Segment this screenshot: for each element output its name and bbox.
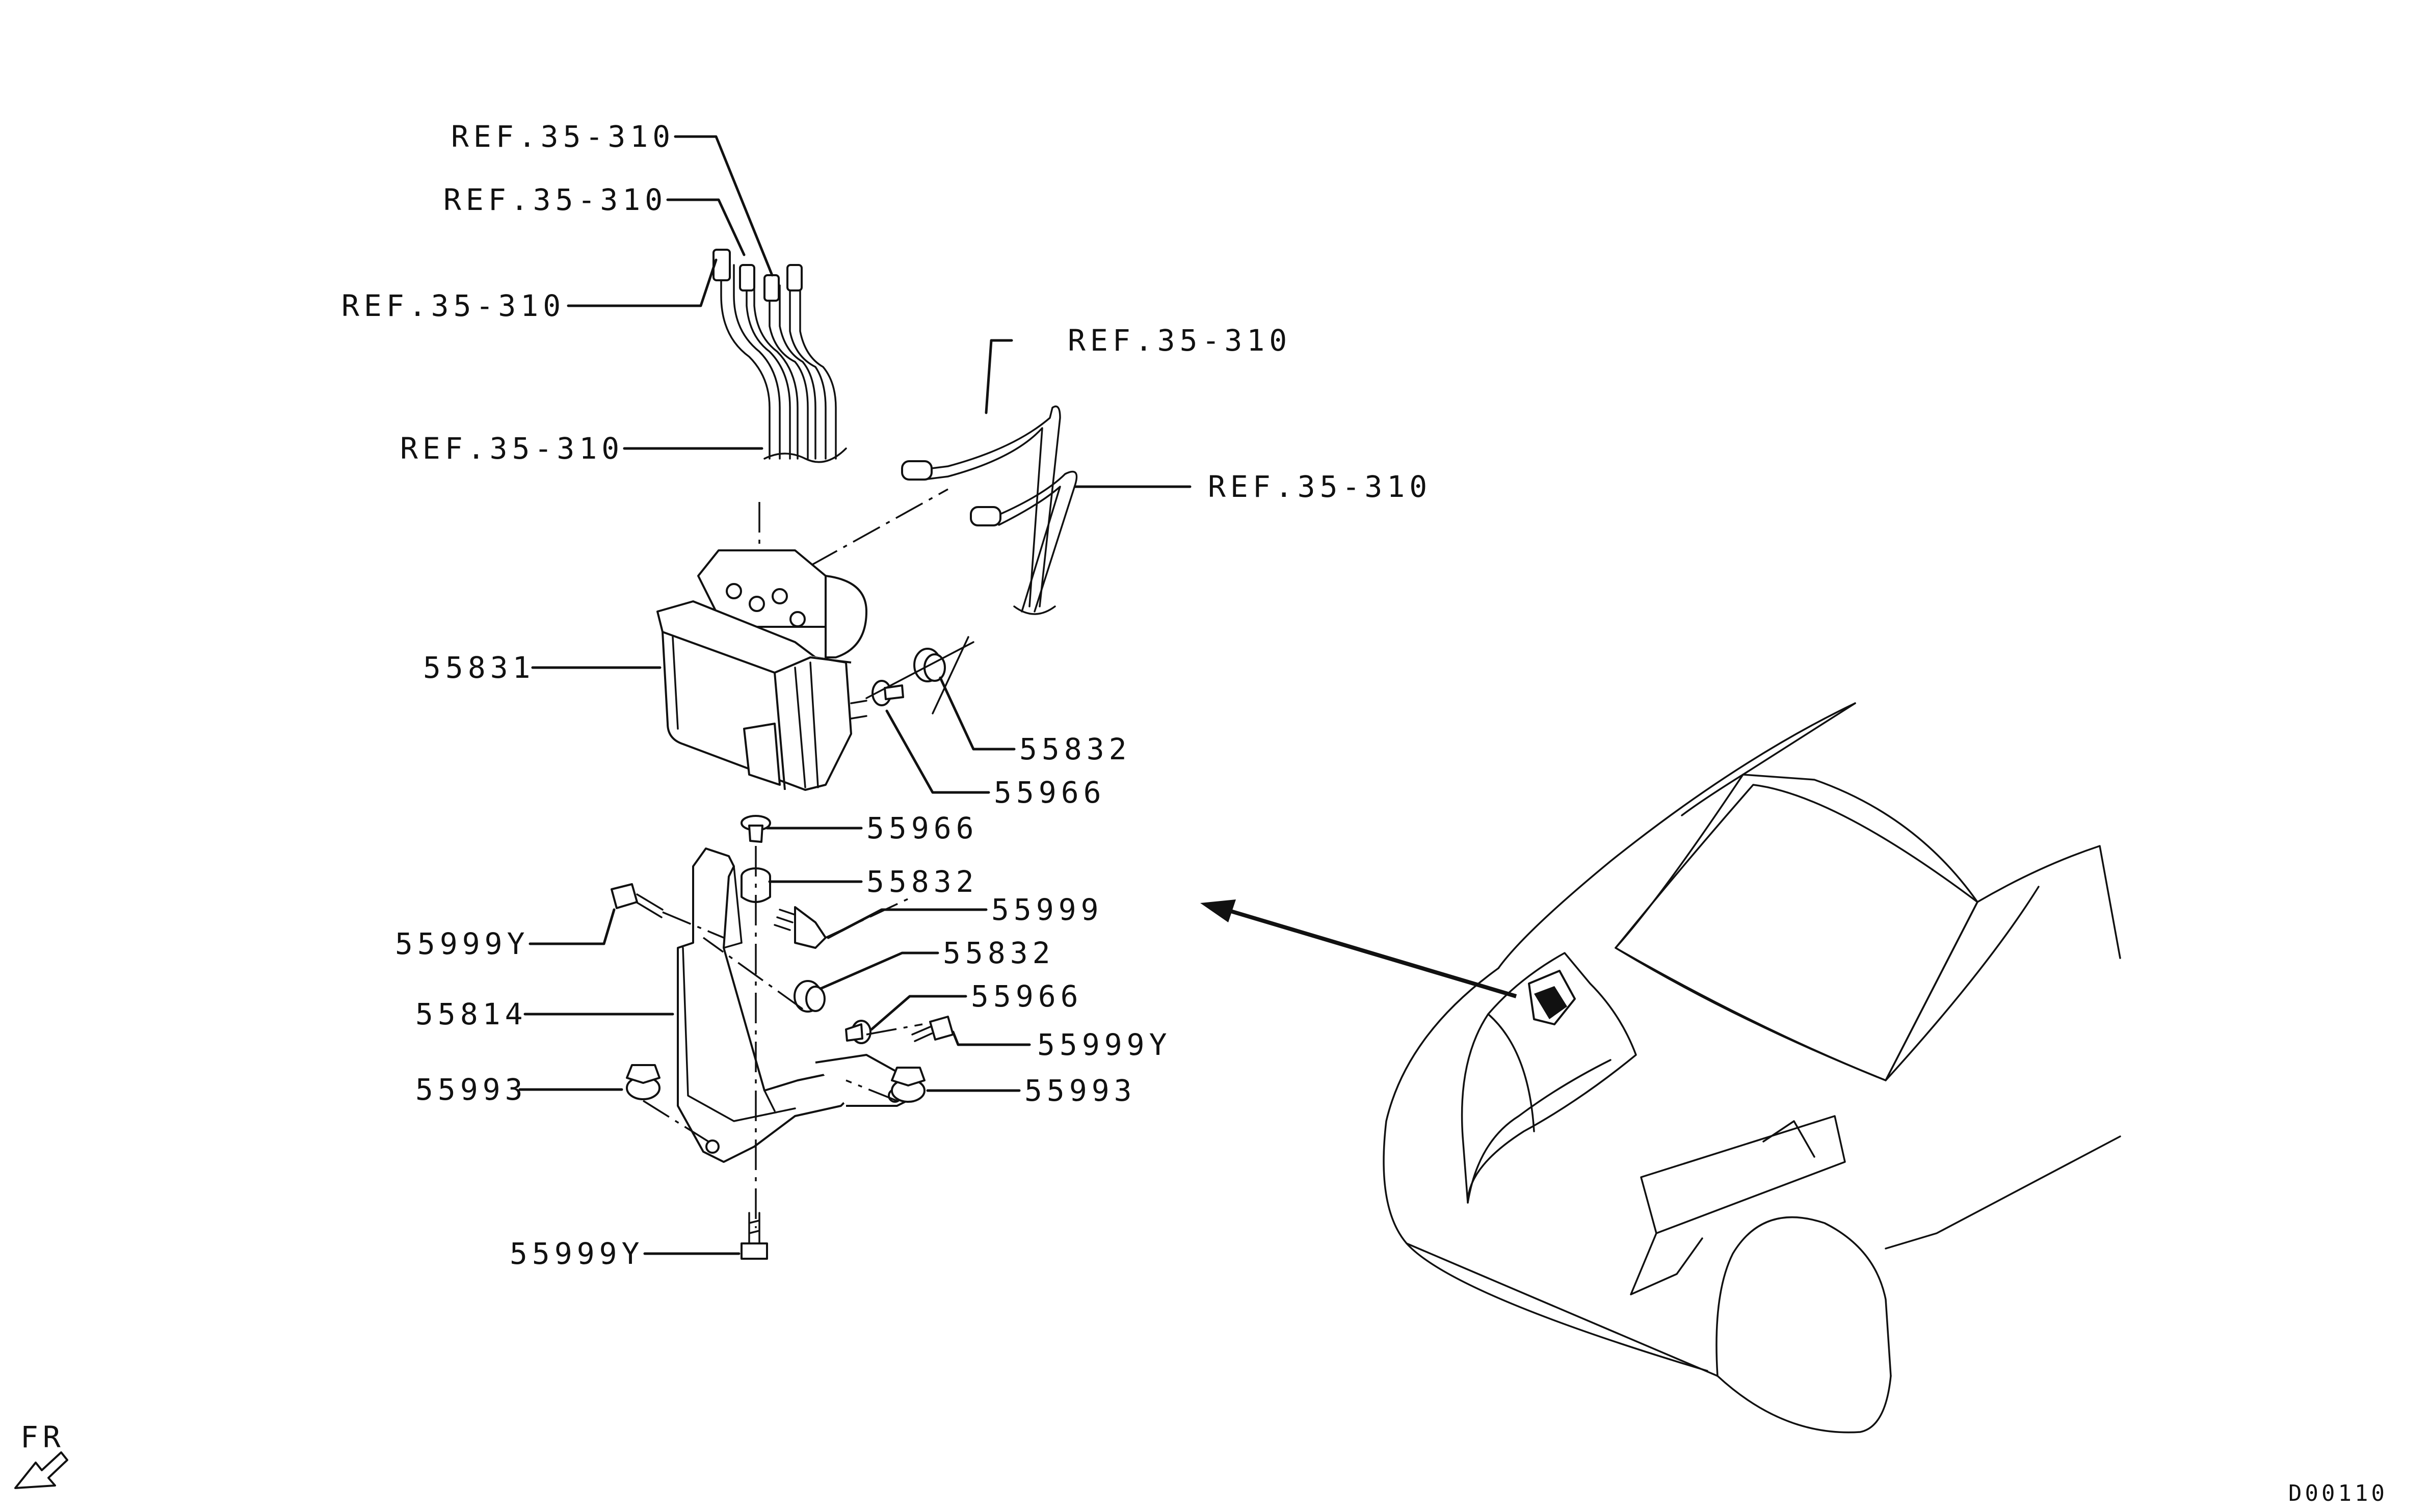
callout-55832-lower: 55832 xyxy=(943,936,1055,970)
brake-pipes-upper xyxy=(712,249,847,463)
callout-55999: 55999 xyxy=(991,892,1103,927)
collar-55966-upper xyxy=(871,680,904,706)
location-arrow xyxy=(1200,899,1517,998)
callout-ref-2: REF.35-310 xyxy=(443,182,667,217)
grommet-55832-lower xyxy=(794,980,826,1013)
callout-ref-1: REF.35-310 xyxy=(451,119,675,154)
nut-55993-right xyxy=(891,1067,926,1103)
collar-55966-right xyxy=(845,1020,871,1044)
fr-label: FR xyxy=(20,1420,65,1454)
bolt-55999y-right xyxy=(911,1016,954,1042)
callout-ref-6: REF.35-310 xyxy=(1208,469,1432,504)
callout-55814: 55814 xyxy=(415,997,527,1031)
nut-55993-left xyxy=(626,1064,661,1100)
vehicle-outline xyxy=(1383,702,2121,1434)
callout-55832-mid: 55832 xyxy=(866,864,979,899)
callout-55966-mid: 55966 xyxy=(866,811,979,845)
leader-lines xyxy=(518,135,1192,1255)
brake-pipes-right xyxy=(901,405,1078,615)
bolt-55999y-upper xyxy=(611,883,664,918)
callout-ref-5: REF.35-310 xyxy=(1068,323,1291,358)
fr-direction-marker xyxy=(14,1451,68,1489)
bolt-55999 xyxy=(774,906,827,949)
drawing-number: D00110 xyxy=(2288,1480,2388,1506)
callout-55999y-right: 55999Y xyxy=(1037,1027,1172,1062)
callout-ref-4: REF.35-310 xyxy=(400,431,624,466)
callout-55966-upper: 55966 xyxy=(994,775,1106,810)
callout-55993-right: 55993 xyxy=(1024,1073,1137,1108)
callout-ref-3: REF.35-310 xyxy=(341,288,565,323)
collar-55966-lower xyxy=(741,815,771,843)
abs-hydraulic-unit xyxy=(656,549,867,791)
bolt-55999y-bottom xyxy=(741,1212,768,1260)
callout-55966-lower: 55966 xyxy=(971,979,1083,1014)
callout-55831: 55831 xyxy=(423,650,535,685)
callout-55999y-bottom: 55999Y xyxy=(510,1236,644,1271)
callout-55832-upper: 55832 xyxy=(1019,732,1131,766)
callout-55993-left: 55993 xyxy=(415,1072,527,1107)
callout-55999y-upper: 55999Y xyxy=(395,926,530,961)
